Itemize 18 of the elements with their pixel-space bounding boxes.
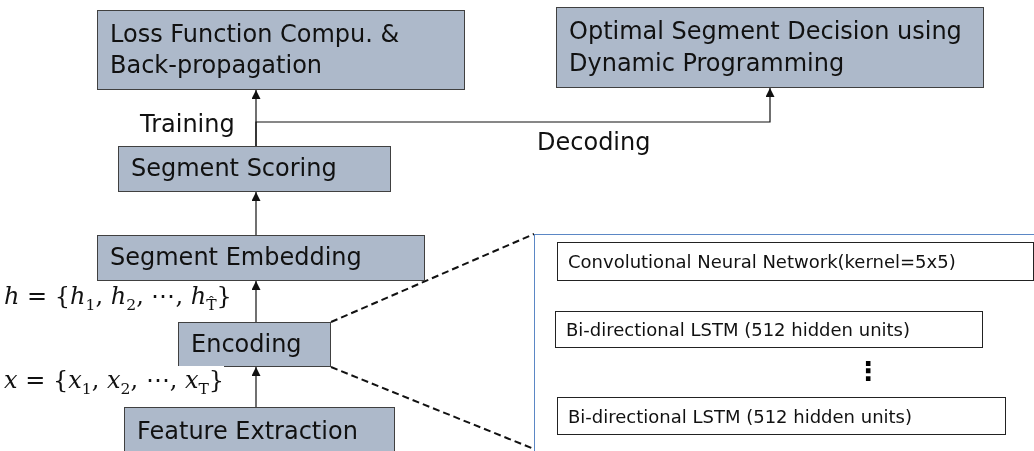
vertical-ellipsis: ⋮ — [855, 358, 881, 384]
process-box: Segment Scoring — [118, 146, 391, 192]
arrow — [251, 280, 261, 323]
process-box: Segment Embedding — [97, 235, 425, 281]
process-box: Loss Function Compu. & Back-propagation — [97, 10, 465, 90]
dashed-line — [330, 233, 535, 323]
edge-label: Training — [140, 110, 235, 139]
arrow — [255, 87, 775, 147]
layer-box: Bi-directional LSTM (512 hidden units) — [555, 311, 983, 348]
edge-label: Decoding — [537, 128, 651, 157]
process-box: Optimal Segment Decision using Dynamic Programming — [556, 7, 984, 88]
arrow — [251, 366, 261, 408]
process-box: Feature Extraction — [124, 407, 395, 451]
layer-box: Bi-directional LSTM (512 hidden units) — [557, 397, 1006, 435]
encoder-detail-panel — [534, 234, 1034, 451]
layer-box: Convolutional Neural Network(kernel=5x5) — [557, 242, 1034, 281]
arrow — [251, 191, 261, 236]
process-box: Encoding — [178, 322, 331, 367]
